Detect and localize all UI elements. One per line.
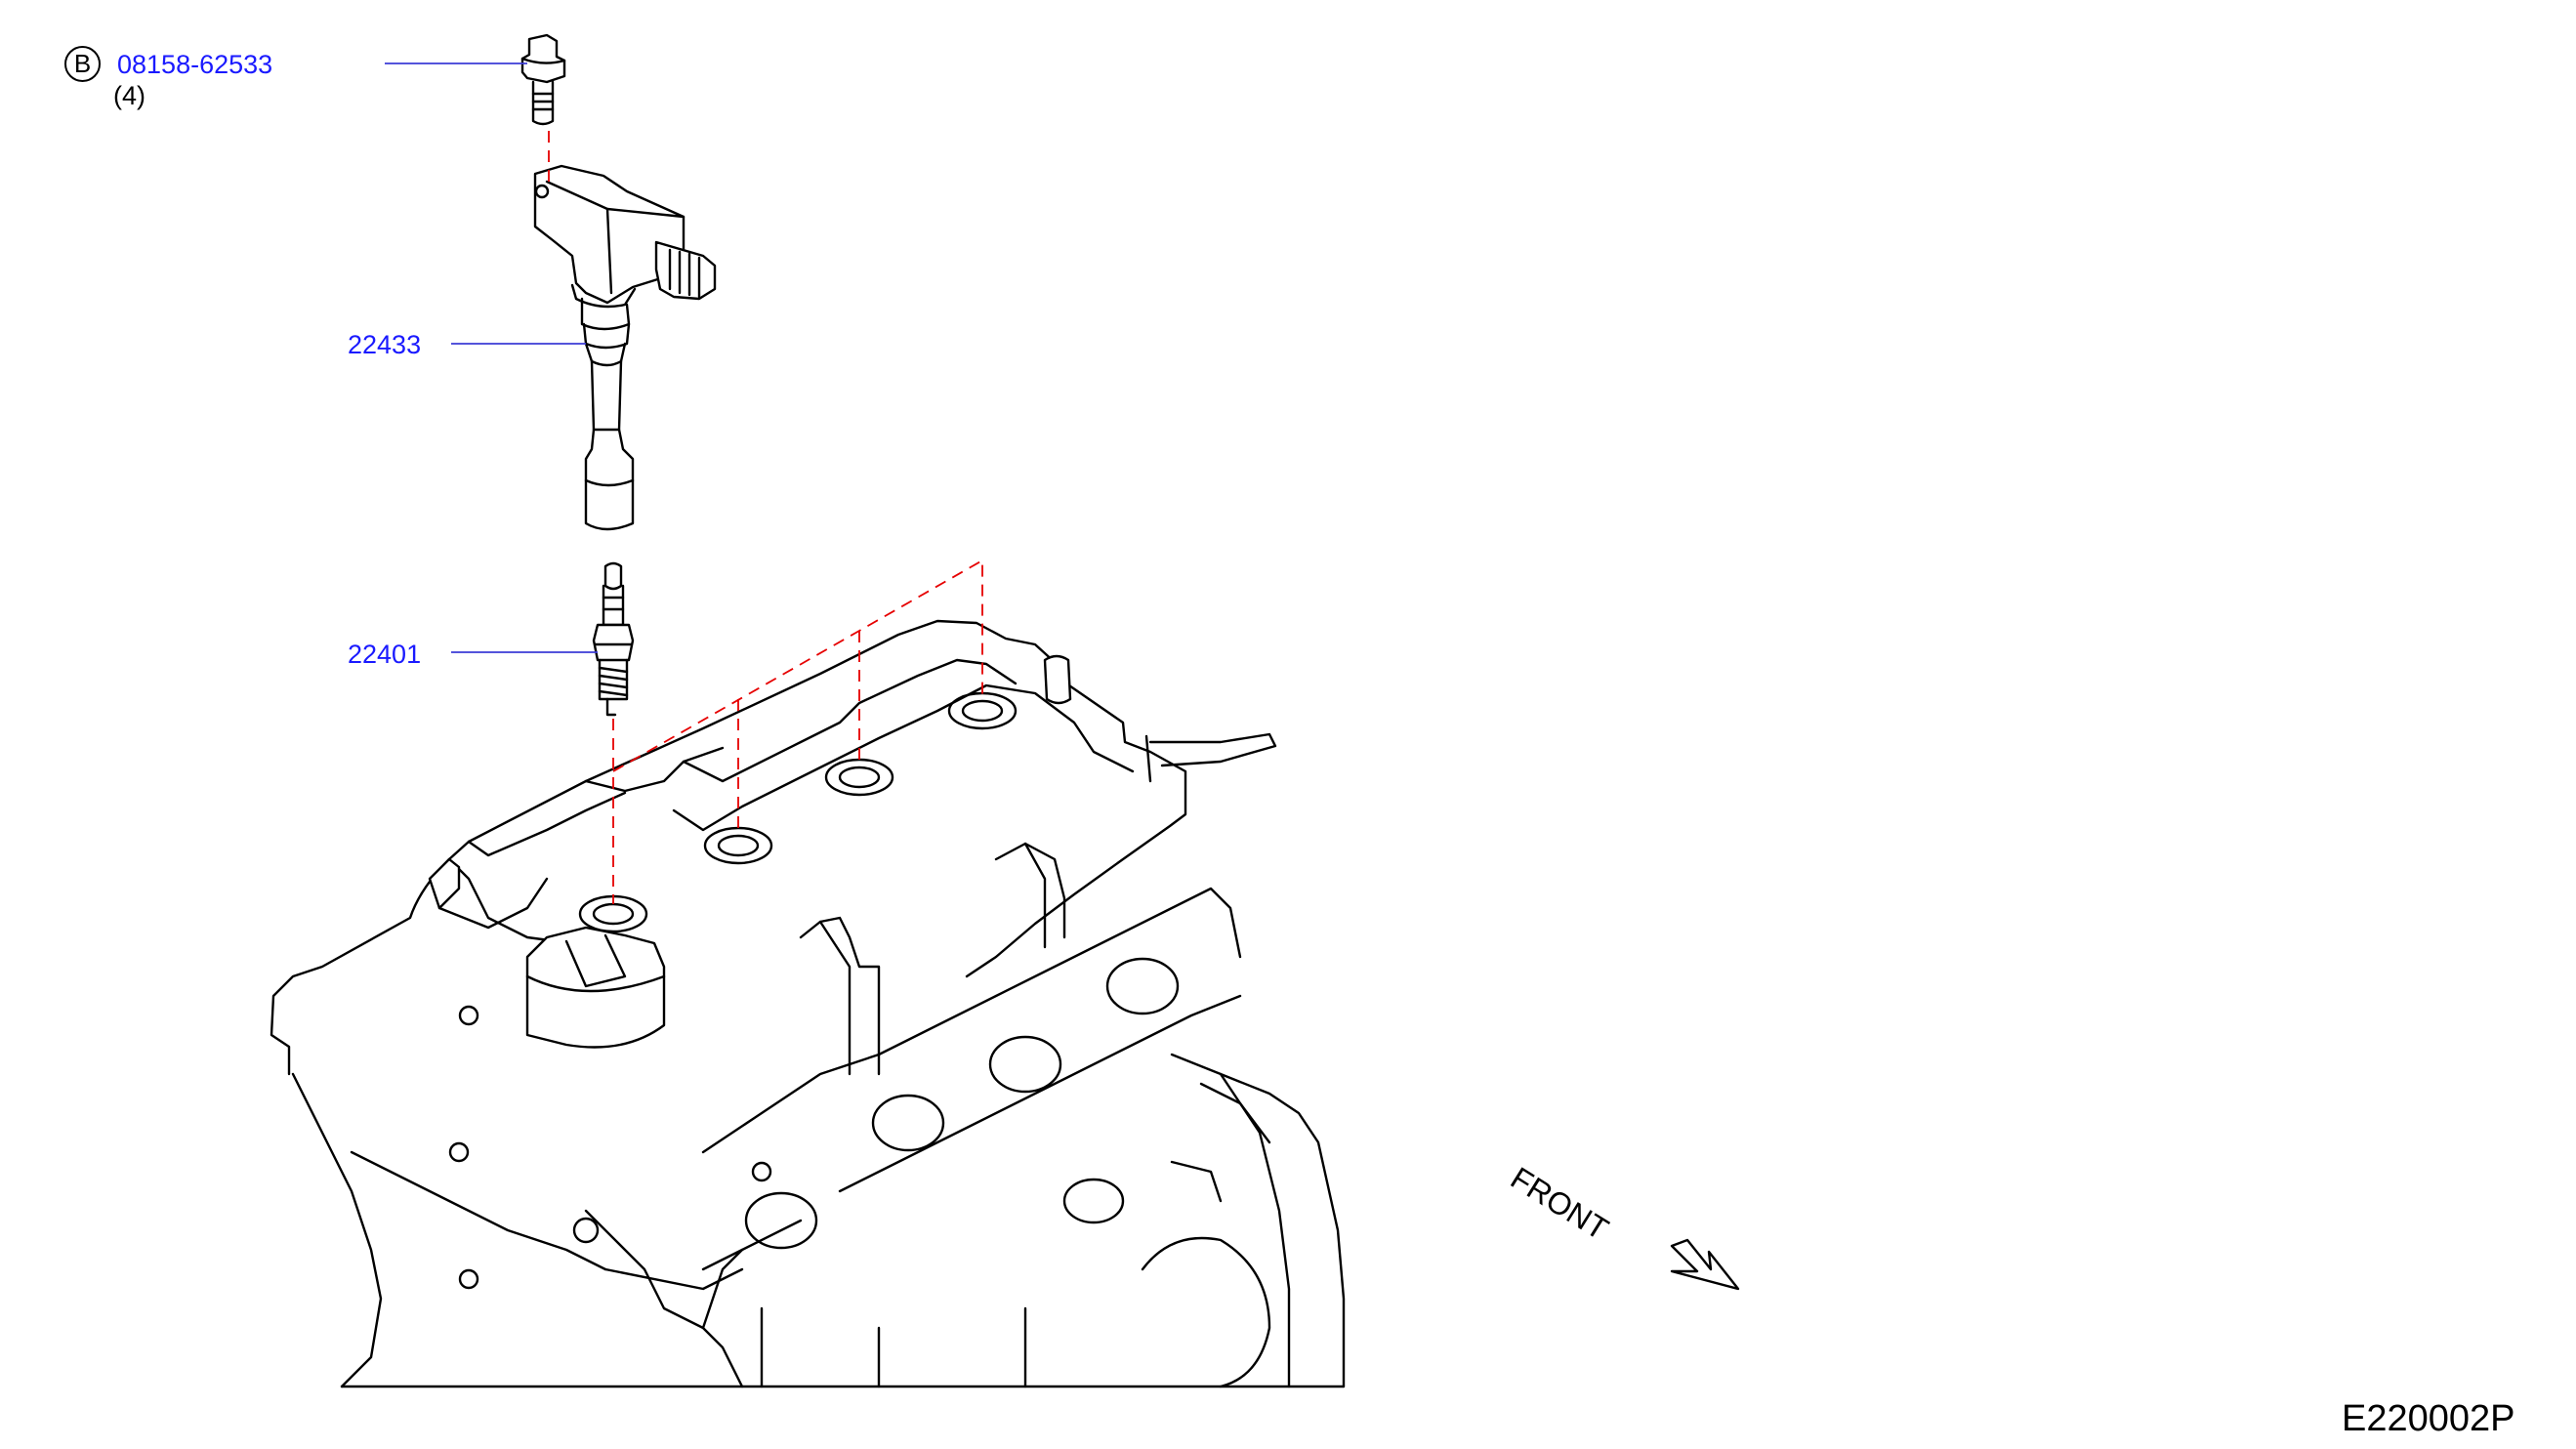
diagram-code: E220002P	[2342, 1398, 2515, 1439]
cylinder-alignment-guide	[612, 559, 983, 836]
front-direction-arrow-icon	[1670, 1238, 1740, 1291]
spark-plug-illustration	[592, 561, 635, 717]
bolt-quantity: (4)	[113, 81, 145, 110]
engine-head-illustration	[270, 619, 1346, 1388]
bolt-reference-badge: B	[64, 46, 101, 82]
bolt-part-number-link[interactable]: 08158-62533	[117, 50, 273, 79]
ignition-coil-part-number-link[interactable]: 22433	[348, 330, 422, 359]
bolt-illustration	[520, 33, 566, 126]
ignition-coil-illustration	[533, 164, 717, 531]
spark-plug-part-number-link[interactable]: 22401	[348, 640, 422, 669]
